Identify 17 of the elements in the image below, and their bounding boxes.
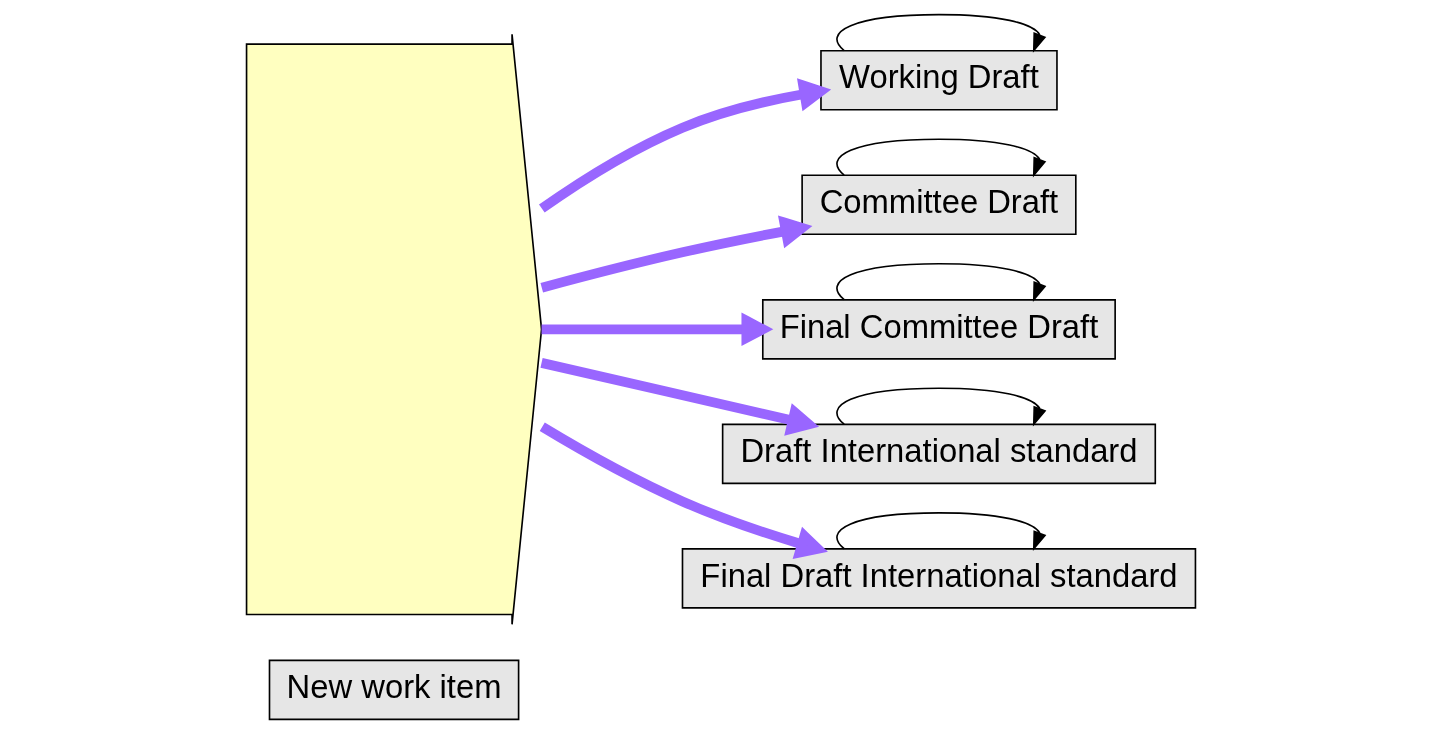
arrow	[836, 138, 1047, 178]
node-box: Final Committee Draft	[761, 299, 1116, 360]
arrow	[539, 78, 832, 213]
arrow	[836, 13, 1047, 53]
arrow	[541, 312, 774, 347]
node-arrow	[245, 33, 543, 626]
arrow	[540, 215, 813, 293]
node-box: New work item	[268, 659, 520, 721]
arrow	[539, 422, 828, 559]
arrow	[836, 262, 1047, 302]
node-box: Draft International standard	[721, 423, 1157, 485]
arrow	[836, 512, 1047, 552]
arrow	[540, 358, 820, 436]
node-box: Working Draft	[820, 49, 1058, 111]
node-box: Committee Draft	[801, 174, 1077, 236]
node-box: Final Draft International standard	[681, 548, 1197, 609]
arrow	[836, 387, 1047, 427]
